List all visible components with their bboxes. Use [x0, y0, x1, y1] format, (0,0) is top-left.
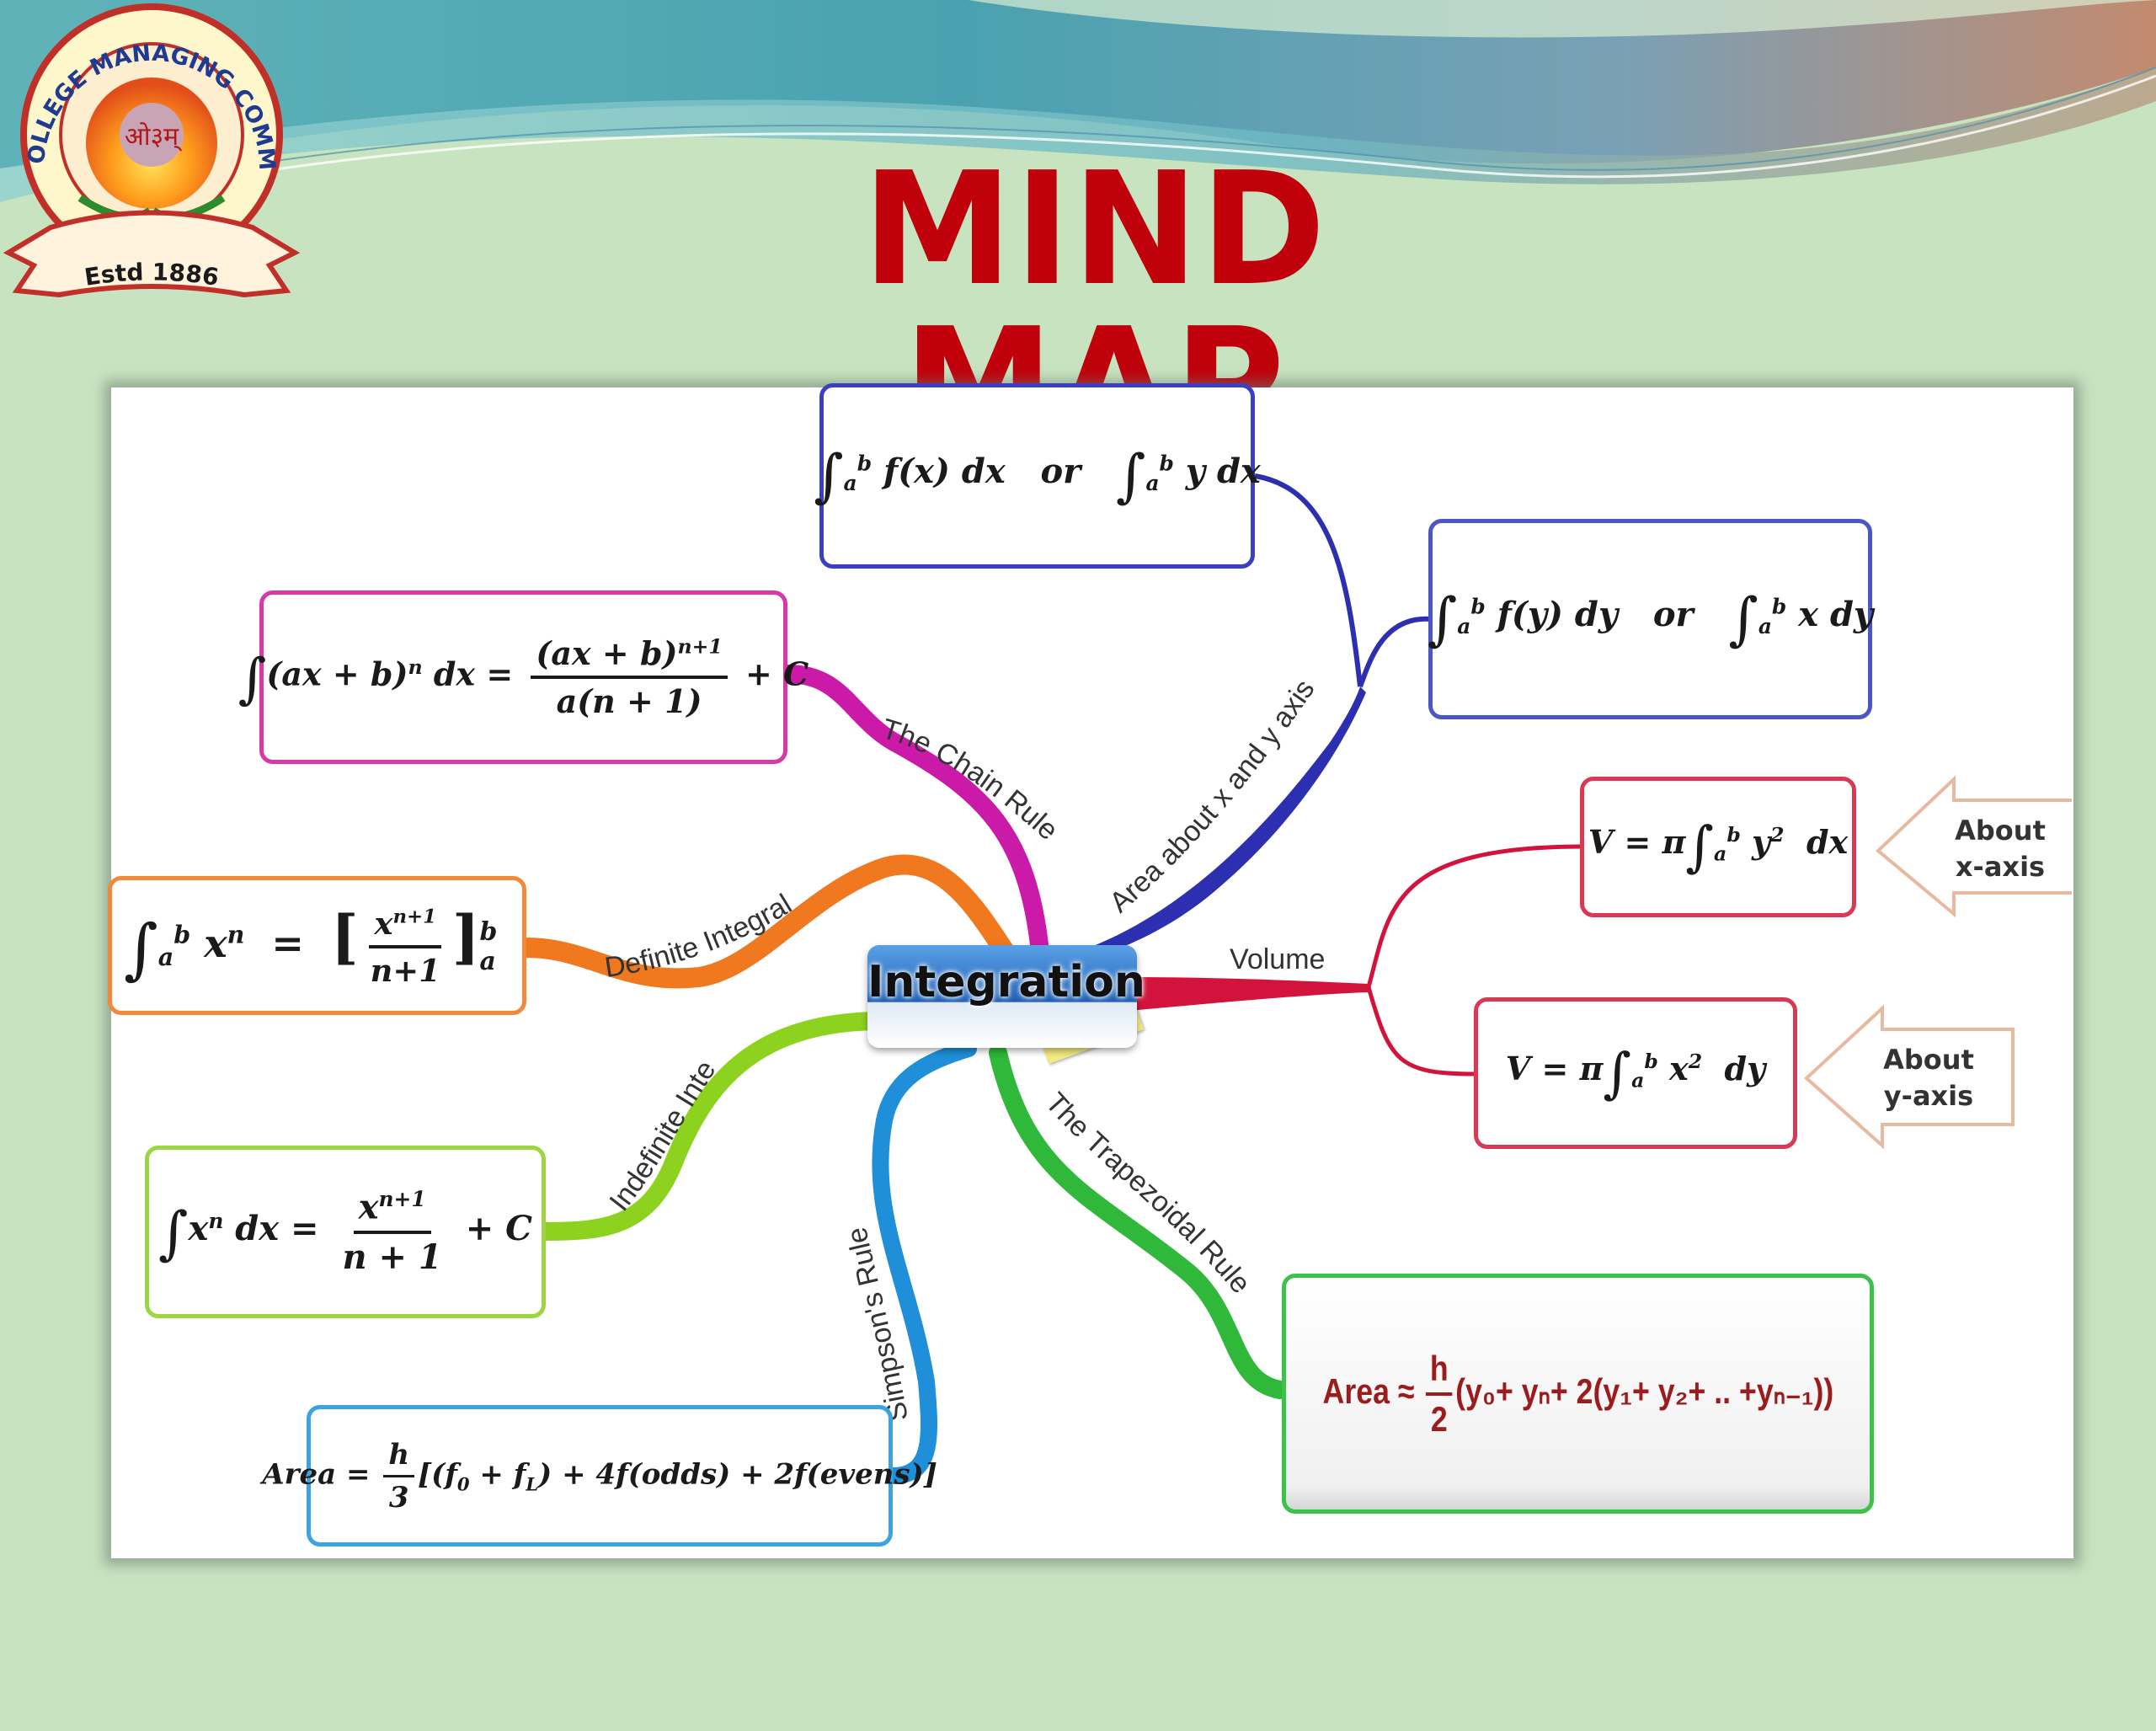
wave-dark [0, 0, 2156, 168]
branch-simpson-line [872, 1040, 977, 1484]
branch-trapezoid-line [989, 1044, 1289, 1399]
formula-indefinite-integral: ∫xn dx = xn+1 n + 1 + C [145, 1146, 546, 1318]
integral-sign-icon: ∫ [1685, 815, 1715, 879]
arrow-about-y-axis [1804, 1004, 2015, 1150]
formula-area-y: ∫ab f(y) dy or ∫ab x dy [1427, 519, 1873, 719]
dav-logo: DAV COLLEGE MANAGING COMMITTEE ओ३म् Estd… [0, 0, 301, 298]
integral-sign-icon: ∫ [237, 647, 267, 711]
integral-sign-icon: ∫ [158, 1200, 189, 1268]
integral-sign-icon: ∫ [1728, 585, 1758, 653]
fraction: (ax + b)n+1 a(n + 1) [531, 634, 728, 720]
center-node-label: Integration [867, 957, 1145, 1007]
wave-top-band [969, 0, 2156, 38]
logo-ribbon [3, 210, 301, 298]
logo-emblem-disc [120, 103, 184, 167]
branch-label-volume: Volume [1230, 943, 1325, 975]
fraction: h 3 [383, 1438, 415, 1515]
integral-sign-icon: ∫ [1427, 585, 1458, 653]
formula-simpsons-rule: Area = h 3 [(f0 + fL) + 4f(odds) + 2f(ev… [262, 1405, 937, 1547]
formula-chain-rule: ∫(ax + b)n dx = (ax + b)n+1 a(n + 1) + C [238, 590, 808, 764]
branch-chain-line [778, 665, 1049, 961]
integral-sign-icon: ∫ [124, 910, 158, 987]
branch-volume-down [1366, 986, 1476, 1077]
formula-volume-y: V = π∫ab x2 dy [1474, 997, 1797, 1149]
logo-ribbon-text: Estd 1886 [83, 258, 221, 291]
branch-area-x-line [1254, 473, 1363, 687]
arrow-x-line1: About [1955, 815, 2046, 847]
branch-area-y-line [1358, 616, 1433, 688]
wave-line-2 [252, 67, 2156, 171]
formula-area-x: ∫ab f(x) dx or ∫ab y dx [814, 383, 1261, 569]
arrow-label-y-axis: About y-axis [1865, 1042, 1992, 1114]
fraction: xn+1 n + 1 [342, 1187, 442, 1277]
formula-volume-x: V = π∫ab y2 dx [1580, 777, 1856, 917]
logo-emblem-text: ओ३म् [125, 122, 182, 152]
branch-label-simpsons-rule: Simpson's Rule [841, 1224, 915, 1424]
wave-line-1 [252, 74, 2156, 179]
formula-trapezoidal-rule: Area ≈ h 2 (y₀+ yₙ+ 2(y₁+ y₂+ .. +yₙ₋₁)) [1282, 1274, 1874, 1514]
branch-indefinite-line [536, 1012, 885, 1241]
arrow-y-line1: About [1883, 1044, 1974, 1076]
branch-area-main [1078, 687, 1366, 960]
branch-volume-up [1366, 844, 1584, 988]
integral-sign-icon: ∫ [1116, 442, 1146, 510]
fraction: xn+1 n+1 [369, 904, 441, 989]
branch-volume-main [1129, 977, 1369, 1011]
branch-label-chain-rule: The Chain Rule [878, 713, 1065, 847]
center-node-integration: Integration [867, 945, 1145, 1048]
header-wave-banner [0, 0, 2156, 219]
branch-definite-line [516, 854, 1021, 989]
arrow-label-x-axis: About x-axis [1937, 813, 2063, 885]
integral-sign-icon: ∫ [1603, 1041, 1632, 1105]
integral-sign-icon: ∫ [814, 442, 844, 510]
arrow-x-line2: x-axis [1955, 851, 2046, 884]
fraction: h 2 [1425, 1349, 1453, 1440]
wave-light [0, 67, 2156, 202]
arrow-about-x-axis [1875, 775, 2072, 918]
arrow-y-line2: y-axis [1883, 1080, 1974, 1113]
